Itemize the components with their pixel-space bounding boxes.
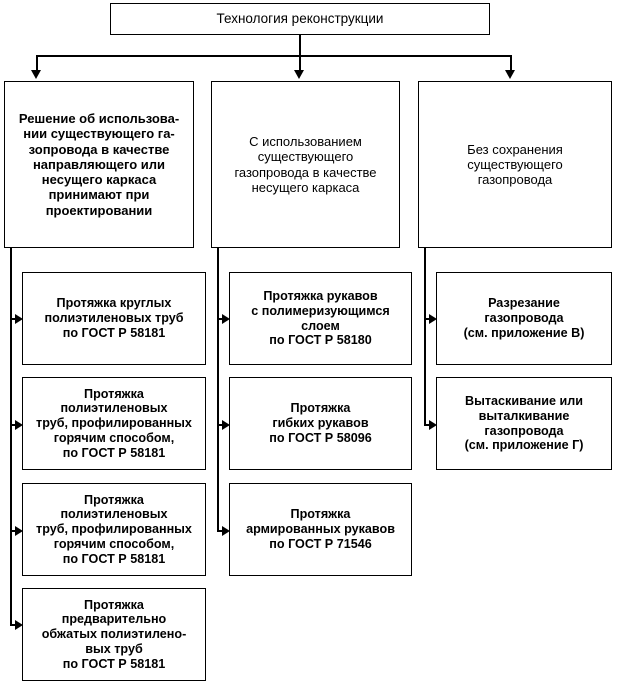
arrowhead-down-1 — [31, 70, 42, 79]
arrowhead-right-c1-3 — [15, 526, 23, 536]
node-hot-profiled-pipes-1: Протяжка полиэтиленовых труб, профилиров… — [22, 377, 206, 470]
node-pipe-cutting: Разрезание газопровода (см. приложение В… — [436, 272, 612, 365]
arrowhead-right-c2-1 — [222, 314, 230, 324]
node-without-existing-pipe: Без сохранения существующего газопровода — [418, 81, 612, 248]
connector-drop-2 — [299, 55, 301, 72]
connector-stem-column3 — [424, 248, 426, 426]
node-decision: Решение об использова- нии существующего… — [4, 81, 194, 248]
node-reinforced-hoses: Протяжка армированных рукавов по ГОСТ Р … — [229, 483, 412, 576]
arrowhead-right-c1-1 — [15, 314, 23, 324]
connector-title-trunk — [299, 35, 301, 56]
connector-distribution-bus — [36, 55, 512, 57]
node-title: Технология реконструкции — [110, 3, 490, 35]
arrowhead-down-2 — [294, 70, 305, 79]
node-flexible-hoses: Протяжка гибких рукавов по ГОСТ Р 58096 — [229, 377, 412, 470]
node-pre-compressed-pipes: Протяжка предварительно обжатых полиэтил… — [22, 588, 206, 681]
arrowhead-right-c3-1 — [429, 314, 437, 324]
arrowhead-down-3 — [505, 70, 516, 79]
node-hot-profiled-pipes-2: Протяжка полиэтиленовых труб, профилиров… — [22, 483, 206, 576]
node-round-pe-pipes: Протяжка круглых полиэтиленовых труб по … — [22, 272, 206, 365]
arrowhead-right-c1-2 — [15, 420, 23, 430]
arrowhead-right-c2-2 — [222, 420, 230, 430]
node-polymerizing-hoses: Протяжка рукавов с полимеризующимся слое… — [229, 272, 412, 365]
connector-stem-column2 — [217, 248, 219, 532]
arrowhead-right-c1-4 — [15, 620, 23, 630]
arrowhead-right-c3-2 — [429, 420, 437, 430]
node-with-existing-pipe: С использованием существующего газопрово… — [211, 81, 400, 248]
node-pipe-pulling-pushing: Вытаскивание или выталкивание газопровод… — [436, 377, 612, 470]
arrowhead-right-c2-3 — [222, 526, 230, 536]
connector-stem-column1 — [10, 248, 12, 625]
connector-drop-3 — [510, 55, 512, 72]
connector-drop-1 — [36, 55, 38, 72]
